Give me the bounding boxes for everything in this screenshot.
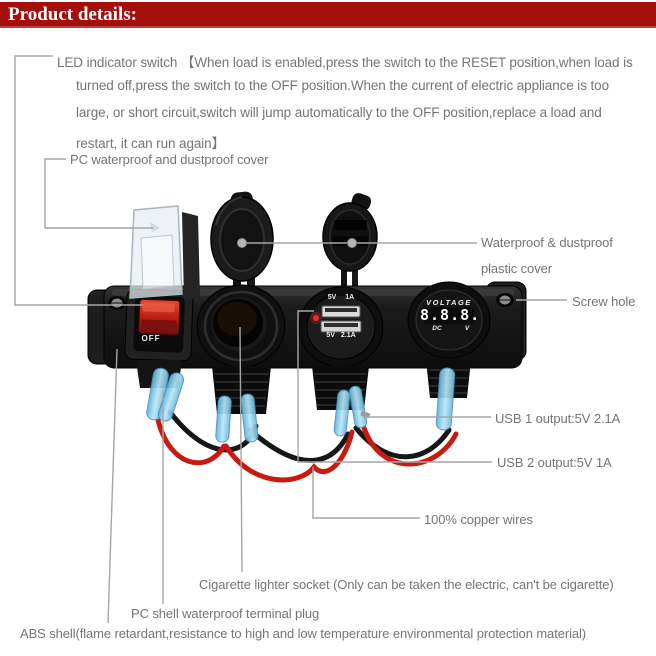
callout-line-led-switch [14,55,143,306]
voltmeter-volt-label: V [464,325,470,332]
waterproof-cover-label-line-1: Waterproof & dustproof [481,235,613,250]
waterproof-cover-label-line-2: plastic cover [481,261,552,276]
usb-bottom-rating-label: 5V 2.1A [326,332,356,339]
title-bar: Product details: [0,2,656,28]
pc-clear-cover [129,205,200,300]
right-screw-hole [496,293,514,307]
pc-cover-label: PC waterproof and dustproof cover [70,152,269,167]
abs-shell-label: ABS shell(flame retardant,resistance to … [20,626,586,641]
screw-hole-label: Screw hole [572,294,636,309]
usb-led-indicator [313,315,319,321]
voltmeter-title: VOLTAGE [426,298,472,307]
callout-line-copper-wires [312,467,420,519]
callout-line-abs-shell [107,348,118,624]
cigarette-socket-label: Cigarette lighter socket (Only can be ta… [199,577,614,592]
voltmeter-dc-label: DC [432,325,442,332]
usb-cover-hinge [341,262,358,296]
terminal-plugs [146,367,456,443]
copper-wires [155,409,459,483]
page-title: Product details: [8,4,137,25]
led-note-line-3: large, or short circuit,switch will jump… [76,105,602,120]
switch-off-label: OFF [141,334,161,343]
cover-pivot-dot [347,238,357,248]
pc-shell-label: PC shell waterproof terminal plug [131,606,320,621]
led-note-line-2: turned off,press the switch to the OFF p… [76,78,609,93]
usb-cover-open [322,193,378,272]
cigarette-cover-open [210,191,274,282]
led-note-line-1: LED indicator switch 【When load is enabl… [57,55,633,70]
usb1-output-label: USB 1 output:5V 2.1A [495,411,621,426]
usb-socket [298,286,384,368]
usb-port-2-1a [320,320,362,333]
voltmeter-digits: 8.8.8. [420,306,481,324]
voltmeter [407,281,491,359]
usb-port-1a [321,305,361,318]
callout-line-pc-cover [44,158,153,229]
cover-pivot-dot [237,238,247,248]
usb-top-rating-label: 5V 1A [327,294,355,301]
callout-line-cigarette [239,326,243,573]
led-note-line-4: restart, it can run again】 [76,136,225,151]
cigarette-socket [196,284,286,368]
left-screw-hole [108,296,126,310]
rocker-switch [124,288,194,362]
callout-line-usb2 [297,310,492,463]
usb2-output-label: USB 2 output:5V 1A [497,455,612,470]
copper-wires-label: 100% copper wires [424,512,533,527]
